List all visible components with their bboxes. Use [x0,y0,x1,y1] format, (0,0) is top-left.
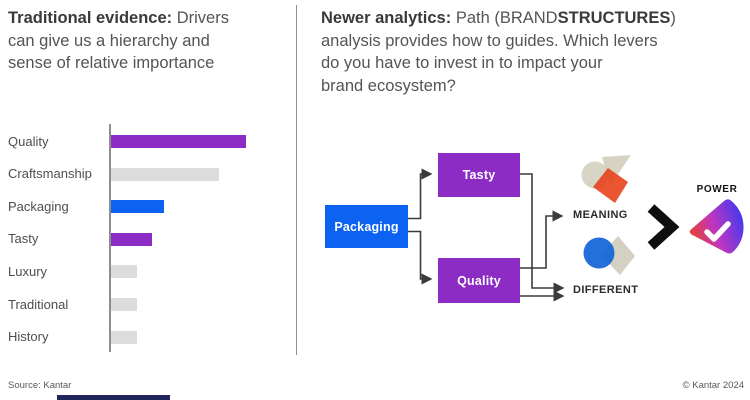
bar-label: Craftsmanship [8,166,92,182]
power-gradient-icon [689,199,744,254]
bar [111,167,219,181]
bar-label: Luxury [8,263,48,279]
flow-node-tasty: Tasty [438,153,520,197]
bar-label: Quality [8,133,49,149]
flow-node-packaging: Packaging [325,205,408,248]
bar-label: Packaging [8,198,69,214]
copyright-note: © Kantar 2024 [682,380,744,391]
meaning-label: MEANING [573,209,628,221]
chevron-right-icon [647,204,680,250]
source-note: Source: Kantar [8,380,72,391]
bar-label: History [8,329,49,345]
right-title-line3: do you have to invest in to impact your [321,54,603,72]
bar-label: Traditional [8,296,69,312]
right-title-bold: Newer analytics: [321,9,452,27]
different-icon [583,236,635,275]
bottom-accent-bar [57,395,170,400]
bar-label: Tasty [8,231,39,247]
left-title-line3: sense of relative importance [8,54,215,72]
right-title-end: ) [670,9,676,27]
left-title-bold: Traditional evidence: [8,9,173,27]
bar [111,330,137,344]
meaning-icon [581,155,631,203]
bar [111,200,164,214]
right-title-line2: analysis provides how to guides. Which l… [321,31,658,50]
flow-node-packaging-label: Packaging [334,219,399,234]
flow-node-quality-label: Quality [457,273,501,288]
power-label: POWER [696,184,738,195]
right-title-mid: Path (BRAND [451,9,558,27]
vertical-divider [296,5,297,355]
left-title-rest: Drivers [172,9,229,27]
right-title-bold2: STRUCTURES [557,9,671,27]
bar [111,135,246,148]
bar [111,298,137,311]
flow-node-tasty-label: Tasty [462,168,496,182]
left-panel-title: Traditional evidence: Drivers can give u… [8,7,293,75]
bar [111,232,152,246]
right-title-line4: brand ecosystem? [321,76,456,95]
bar [111,265,137,279]
flow-node-quality: Quality [438,258,520,303]
left-title-line2: can give us a hierarchy and [8,31,210,50]
right-panel-title: Newer analytics: Path (BRANDSTRUCTURES) … [321,7,746,97]
different-label: DIFFERENT [573,284,639,296]
chart-axis-line [109,124,111,352]
